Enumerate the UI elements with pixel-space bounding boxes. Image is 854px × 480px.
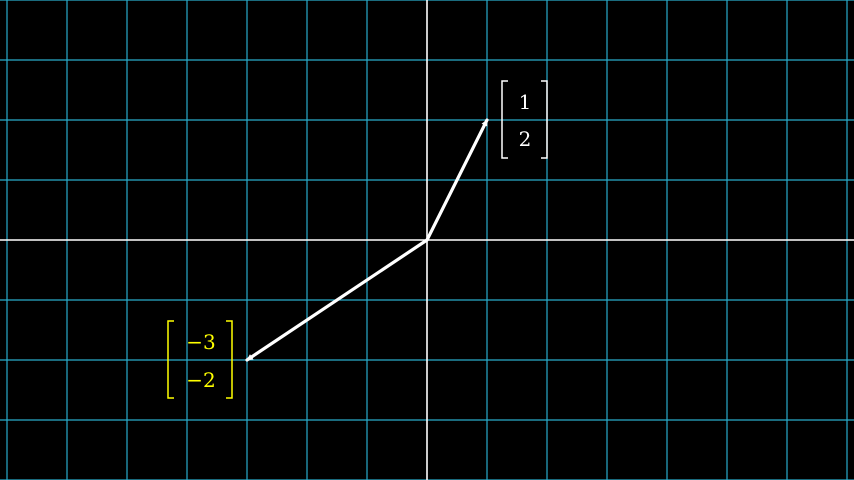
vector-b-matrix-label: −3 −2 (167, 320, 233, 399)
right-bracket (226, 320, 233, 399)
vector-a-x-entry: 1 (519, 90, 532, 114)
vector-b-x-entry: −3 (186, 330, 215, 354)
vector-a-arrow (425, 118, 489, 242)
vector-a-matrix-label: 1 2 (501, 80, 548, 159)
left-bracket (501, 80, 508, 159)
right-bracket (541, 80, 548, 159)
vector-b-arrow (245, 238, 429, 362)
vector-b-y-entry: −2 (186, 368, 215, 392)
vector-a-y-entry: 2 (519, 127, 532, 151)
left-bracket (167, 320, 174, 399)
